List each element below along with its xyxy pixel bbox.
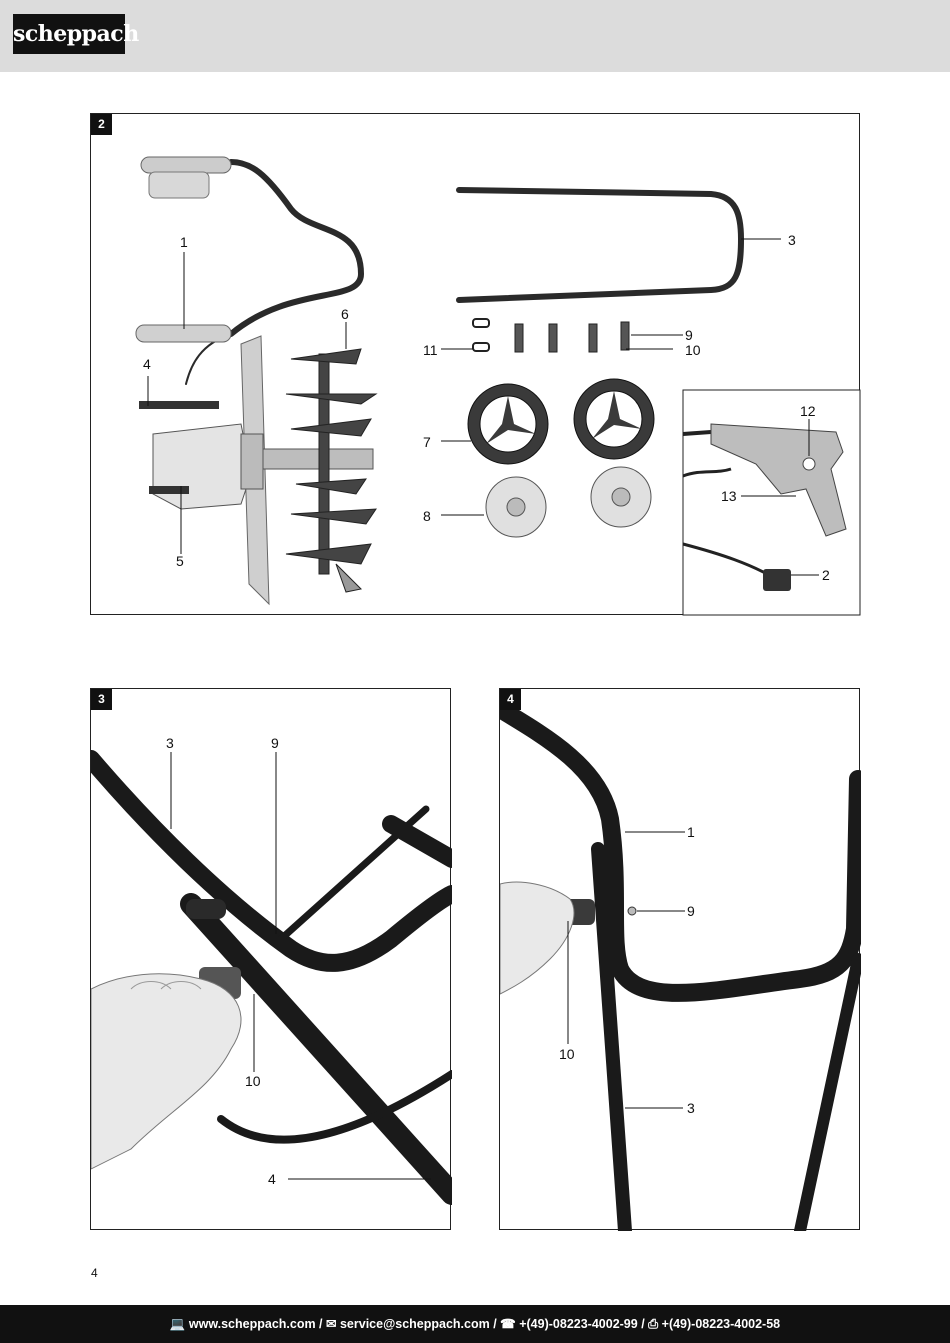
figure-3-drawing: 3 9 10 4 — [91, 735, 452, 1205]
separator: / — [637, 1317, 649, 1331]
envelope-icon: ✉ — [326, 1317, 337, 1331]
page-footer: 💻 www.scheppach.com / ✉ service@scheppac… — [0, 1305, 950, 1343]
figure-number: 3 — [91, 689, 112, 710]
callout-10: 10 — [559, 1046, 575, 1062]
fax-number: +(49)-08223-4002-58 — [661, 1317, 781, 1331]
callout-6: 6 — [341, 306, 349, 322]
figure-2-drawing: 1 4 5 6 3 9 10 11 7 8 12 13 2 — [135, 156, 861, 616]
callout-13: 13 — [721, 488, 737, 504]
callout-4: 4 — [143, 356, 151, 372]
tube-illustration — [456, 187, 745, 303]
page-header: scheppach — [0, 0, 950, 72]
brand-logo: scheppach — [13, 14, 139, 54]
callout-10: 10 — [245, 1073, 261, 1089]
callout-10: 10 — [685, 342, 701, 358]
computer-icon: 💻 — [169, 1317, 186, 1331]
page-number: 4 — [91, 1266, 98, 1280]
figure-4-drawing: 1 9 10 3 — [500, 700, 861, 1231]
handlebar-illustration — [185, 159, 365, 385]
figure-number: 4 — [500, 689, 521, 710]
callout-3: 3 — [788, 232, 796, 248]
callout-4: 4 — [268, 1171, 276, 1187]
website-link[interactable]: www.scheppach.com — [188, 1317, 316, 1331]
callout-3: 3 — [687, 1100, 695, 1116]
callout-5: 5 — [176, 553, 184, 569]
switch-handle-illustration — [682, 423, 847, 591]
figure-4: 4 1 9 10 3 — [499, 688, 861, 1231]
phone-number: +(49)-08223-4002-99 — [519, 1317, 638, 1331]
callout-1: 1 — [180, 234, 188, 250]
figure-2: 2 — [90, 113, 861, 616]
callout-9: 9 — [687, 903, 695, 919]
figure-3: 3 3 9 10 4 — [90, 688, 452, 1230]
callout-9: 9 — [685, 327, 693, 343]
email-link[interactable]: service@scheppach.com — [339, 1317, 490, 1331]
callout-8: 8 — [423, 508, 431, 524]
callout-2: 2 — [822, 567, 830, 583]
separator: / — [315, 1317, 326, 1331]
figure-number: 2 — [91, 114, 112, 135]
callout-11: 11 — [423, 342, 438, 358]
wheels-illustration — [467, 378, 655, 465]
phone-icon: ☎ — [500, 1317, 516, 1331]
callout-7: 7 — [423, 434, 431, 450]
callout-12: 12 — [800, 403, 816, 419]
callout-3: 3 — [166, 735, 174, 751]
separator: / — [489, 1317, 501, 1331]
small-parts-illustration — [472, 318, 630, 353]
hubs-illustration — [485, 466, 652, 538]
tines-illustration — [285, 348, 378, 593]
callout-9: 9 — [271, 735, 279, 751]
callout-1: 1 — [687, 824, 695, 840]
fax-icon: ⎙ — [648, 1317, 659, 1331]
